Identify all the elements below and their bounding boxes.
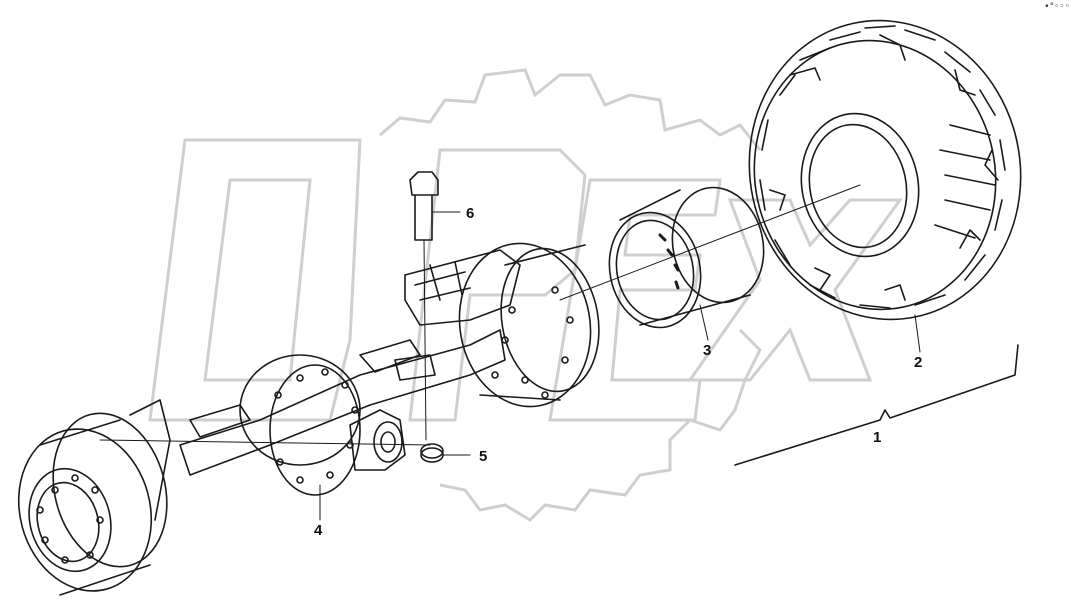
wheel-end: [17, 399, 171, 596]
leader-3: [699, 304, 709, 341]
tire: [748, 19, 1022, 321]
hub-disc: [458, 242, 600, 408]
assembly-bracket: [734, 344, 1019, 466]
corner-mark: •°◦◦◦: [1044, 2, 1070, 12]
callout-6: 6: [466, 205, 474, 222]
leader-axis: [99, 184, 861, 446]
callout-4: 4: [314, 522, 323, 539]
callout-1: 1: [873, 429, 881, 446]
callout-2: 2: [914, 354, 922, 371]
callout-5: 5: [479, 448, 487, 465]
axle-housing: [179, 249, 521, 496]
watermark-letter-o: [148, 138, 362, 422]
callout-3: 3: [703, 342, 711, 359]
exploded-view: [17, 19, 1022, 596]
leader-center: [423, 239, 427, 441]
watermark-letter-x: [687, 198, 903, 382]
washer: [420, 443, 444, 463]
watermark-gear: [379, 68, 762, 522]
leader-2: [914, 314, 921, 353]
rim: [608, 186, 765, 329]
